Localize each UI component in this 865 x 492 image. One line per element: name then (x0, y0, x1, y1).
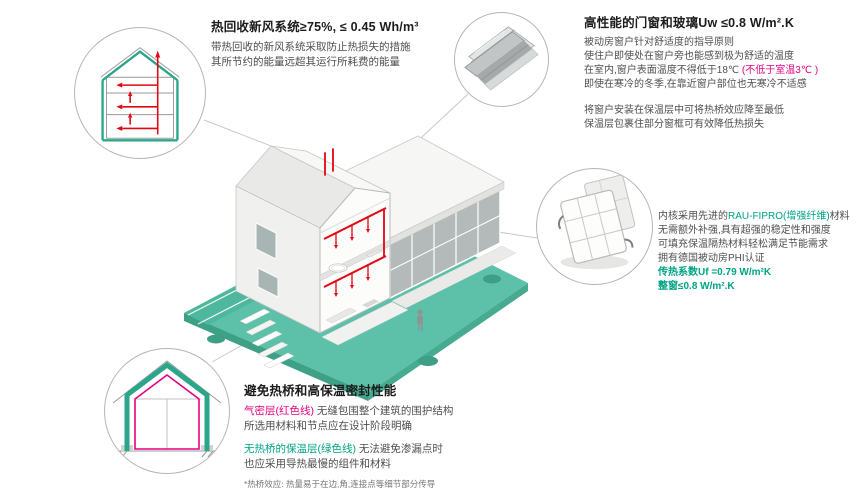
profile-line1-material: RAU-FIPRO(增强纤维) (728, 211, 830, 222)
windows-line2: 使住户即使处在窗户旁也能感到极为舒适的温度 (584, 51, 794, 62)
profile-line4: 拥有德国被动房PHI认证 (658, 253, 765, 264)
profile-line2: 无需额外补强,具有超强的稳定性和强度 (658, 225, 831, 236)
windows-line4: 即使在寒冷的冬季,在靠近窗户部位也无寒冷不适感 (584, 79, 807, 90)
profile-line1-post: 材料 (829, 211, 850, 222)
windows-title: 高性能的门窗和玻璃Uw ≤0.8 W/m².K (584, 16, 795, 30)
profile-line3: 可填充保温隔热材料轻松满足节能需求 (658, 239, 828, 250)
section-profile: 内核采用先进的RAU-FIPRO(增强纤维)材料 无需额外补强,具有超强的稳定性… (658, 210, 865, 294)
profile-line1-pre: 内核采用先进的 (658, 211, 728, 222)
section-windows: 高性能的门窗和玻璃Uw ≤0.8 W/m².K 被动房窗户针对舒适度的指导原则 … (584, 12, 862, 132)
windows-line6: 保温层包裹住部分窗框可有效降低热损失 (584, 119, 764, 130)
profile-uw-value: 整窗≤0.8 W/m².K (658, 281, 735, 292)
profile-uf-value: 传热系数Uf =0.79 W/m²K (658, 267, 772, 278)
thermal-line4: 也应采用导热最慢的组件和材料 (244, 457, 391, 470)
heat-recovery-body-line1: 带热回收的新风系统采取防止热损失的措施 (211, 41, 411, 53)
insulated-house-section-icon (109, 360, 223, 458)
window-corner-detail-icon (464, 26, 539, 91)
heat-recovery-body-line2: 其所节约的能量远超其运行所耗费的能量 (211, 55, 400, 68)
thermal-airtight-label: 气密层(红色线) (244, 405, 314, 417)
windows-line5: 将窗户安装在保温层中可将热桥效应降至最低 (584, 105, 784, 116)
callout-heat-recovery-circle (74, 27, 206, 159)
thermal-title: 避免热桥和高保温密封性能 (244, 384, 397, 398)
callout-window-profile-circle (536, 168, 653, 285)
isometric-house-drawing (184, 135, 528, 401)
windows-line3: 在室内,窗户表面温度不得低于18℃ (584, 65, 742, 76)
heat-recovery-title: 热回收新风系统≥75%, ≤ 0.45 Wh/m³ (211, 20, 419, 34)
thermal-footnote: *热桥效应: 热量易于在边,角,连接点等细节部分传导 (244, 479, 436, 489)
section-heat-recovery: 热回收新风系统≥75%, ≤ 0.45 Wh/m³ 带热回收的新风系统采取防止热… (211, 16, 493, 69)
callout-window-detail-circle (454, 12, 549, 107)
callout-thermal-bridge-circle (104, 348, 230, 474)
windows-line1: 被动房窗户针对舒适度的指导原则 (584, 37, 734, 48)
isometric-house-illustration (170, 75, 530, 405)
thermal-airtight-text: 无缝包围整个建筑的围护结构 (314, 405, 454, 417)
thermal-insulation-label: 无热桥的保温层(绿色线) (244, 443, 356, 455)
windows-line3-highlight: (不低于室温3℃ ) (741, 65, 819, 76)
thermal-insulation-text: 无法避免渗漏点时 (356, 443, 443, 455)
thermal-line2: 所选用材料和节点应在设计阶段明确 (244, 419, 412, 432)
heat-recovery-section-icon (100, 47, 180, 142)
section-thermal-bridge: 避免热桥和高保温密封性能 气密层(红色线) 无缝包围整个建筑的围护结构 所选用材… (244, 380, 584, 490)
window-profile-icon (557, 174, 636, 270)
